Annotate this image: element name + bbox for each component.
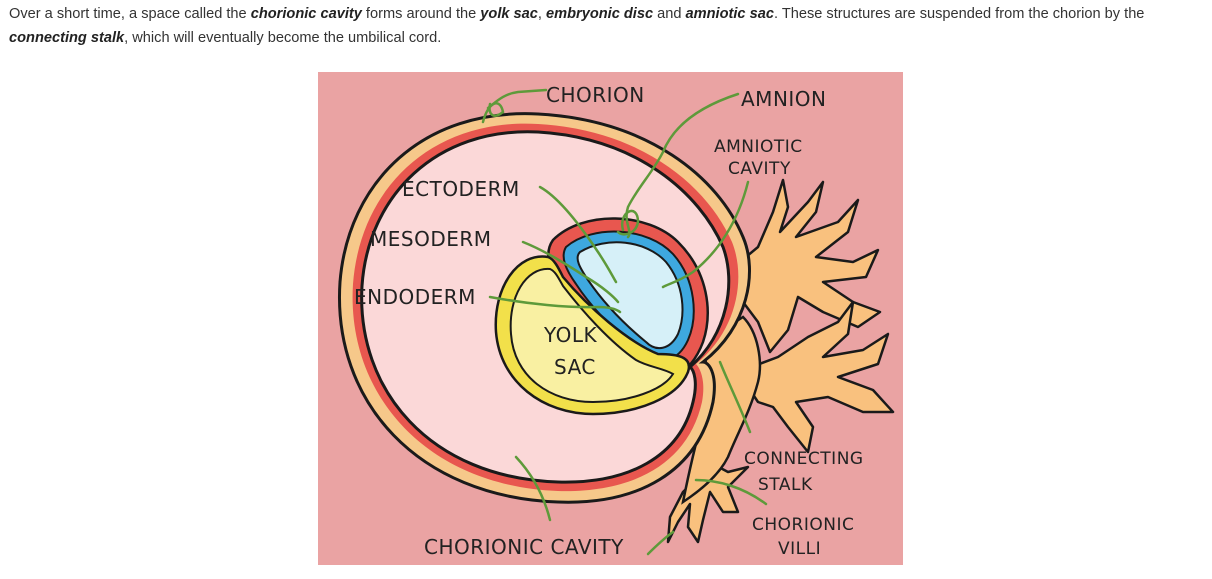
amniotic-cavity-pointer <box>661 180 750 289</box>
label-yolk-1: YOLK <box>543 323 598 347</box>
embryo-diagram: CHORION AMNION AMNIOTIC CAVITY ECTODERM … <box>318 72 903 565</box>
para-text: , which will eventually become the umbil… <box>124 30 442 46</box>
label-yolk-2: SAC <box>554 355 596 379</box>
amnion-pointer <box>625 92 740 239</box>
amniotic-fluid <box>576 241 684 350</box>
term-yolk-sac: yolk sac <box>480 6 538 22</box>
villi-pointer <box>694 478 768 506</box>
ectoderm-pointer <box>538 185 618 284</box>
para-text: Over a short time, a space called the <box>9 6 251 22</box>
endoderm-pointer <box>488 295 622 314</box>
para-text: and <box>653 6 686 22</box>
label-endoderm: ENDODERM <box>354 285 476 309</box>
term-chorionic-cavity: chorionic cavity <box>250 6 362 22</box>
label-amniotic-cavity-2: CAVITY <box>728 159 791 179</box>
yolk-sac-inner <box>509 267 675 404</box>
amnion-loop <box>616 209 640 236</box>
label-amnion: AMNION <box>741 87 827 111</box>
label-mesoderm: MESODERM <box>370 227 492 251</box>
mesoderm-pointer <box>521 240 620 304</box>
label-villi-1: CHORIONIC <box>752 515 854 535</box>
label-chorionic-cavity: CHORIONIC CAVITY <box>424 535 624 559</box>
label-chorion: CHORION <box>546 83 645 107</box>
term-embryonic-disc: embryonic disc <box>546 6 654 22</box>
para-text: . These structures are suspended from th… <box>773 6 1145 22</box>
term-amniotic-sac: amniotic sac <box>685 6 774 22</box>
pointer-lines <box>481 88 768 556</box>
intro-paragraph: Over a short time, a space called the ch… <box>9 2 1204 50</box>
label-amniotic-cavity-1: AMNIOTIC <box>714 137 803 157</box>
para-text: , <box>537 6 547 22</box>
label-connecting-2: STALK <box>758 475 813 495</box>
chorionic-cavity-pointer <box>514 455 552 522</box>
label-connecting-1: CONNECTING <box>744 449 864 469</box>
label-ectoderm: ECTODERM <box>402 177 520 201</box>
label-villi-2: VILLI <box>778 539 821 559</box>
chorionic-cavity-tail <box>646 530 675 556</box>
para-text: forms around the <box>361 6 481 22</box>
term-connecting-stalk: connecting stalk <box>9 30 125 46</box>
connecting-stalk-pointer <box>718 360 752 434</box>
chorion-loop <box>481 102 505 124</box>
